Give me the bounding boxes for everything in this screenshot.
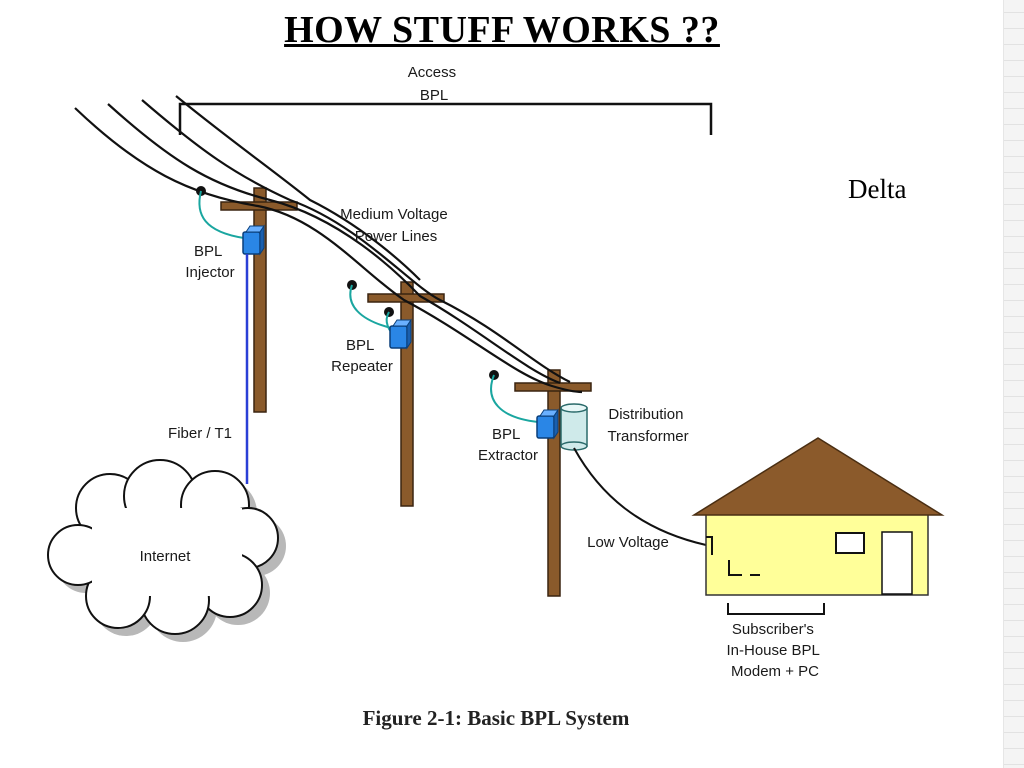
- slide-side-strip: [1003, 0, 1024, 768]
- slide-title: HOW STUFF WORKS ??: [284, 9, 720, 51]
- slide-author: Delta: [848, 174, 907, 204]
- access-bpl-bracket: [178, 102, 713, 135]
- internet-label: Internet: [140, 548, 192, 565]
- bpl-extractor-device: [536, 408, 559, 440]
- extractor-tap-wire: [490, 374, 539, 423]
- low-voltage-label: Low Voltage: [587, 534, 669, 551]
- medium-voltage-power-lines: [74, 95, 583, 394]
- access-bpl-label: Access BPL: [408, 64, 461, 104]
- subscriber-house: [691, 437, 945, 596]
- bpl-injector-label: BPL Injector: [185, 243, 234, 281]
- medium-voltage-label: Medium Voltage Power Lines: [340, 206, 452, 245]
- figure-caption: Figure 2-1: Basic BPL System: [362, 706, 630, 730]
- injector-tap-wire: [198, 190, 245, 239]
- low-voltage-line: [573, 447, 707, 546]
- subscriber-label: Subscriber's In-House BPL Modem + PC: [727, 621, 824, 680]
- repeater-tap-wire-1: [349, 284, 392, 329]
- subscriber-bracket: [727, 603, 825, 615]
- bpl-injector-device: [242, 224, 265, 256]
- bpl-extractor-label: BPL Extractor: [478, 426, 538, 464]
- bpl-diagram: Access BPL: [47, 64, 945, 680]
- bpl-repeater-device: [389, 318, 412, 350]
- fiber-t1-label: Fiber / T1: [168, 425, 232, 442]
- distribution-transformer-label: Distribution Transformer: [607, 406, 688, 445]
- distribution-transformer: [560, 403, 588, 451]
- utility-pole-1: [220, 187, 298, 413]
- internet-cloud: [47, 459, 286, 642]
- bpl-repeater-label: BPL Repeater: [331, 337, 393, 375]
